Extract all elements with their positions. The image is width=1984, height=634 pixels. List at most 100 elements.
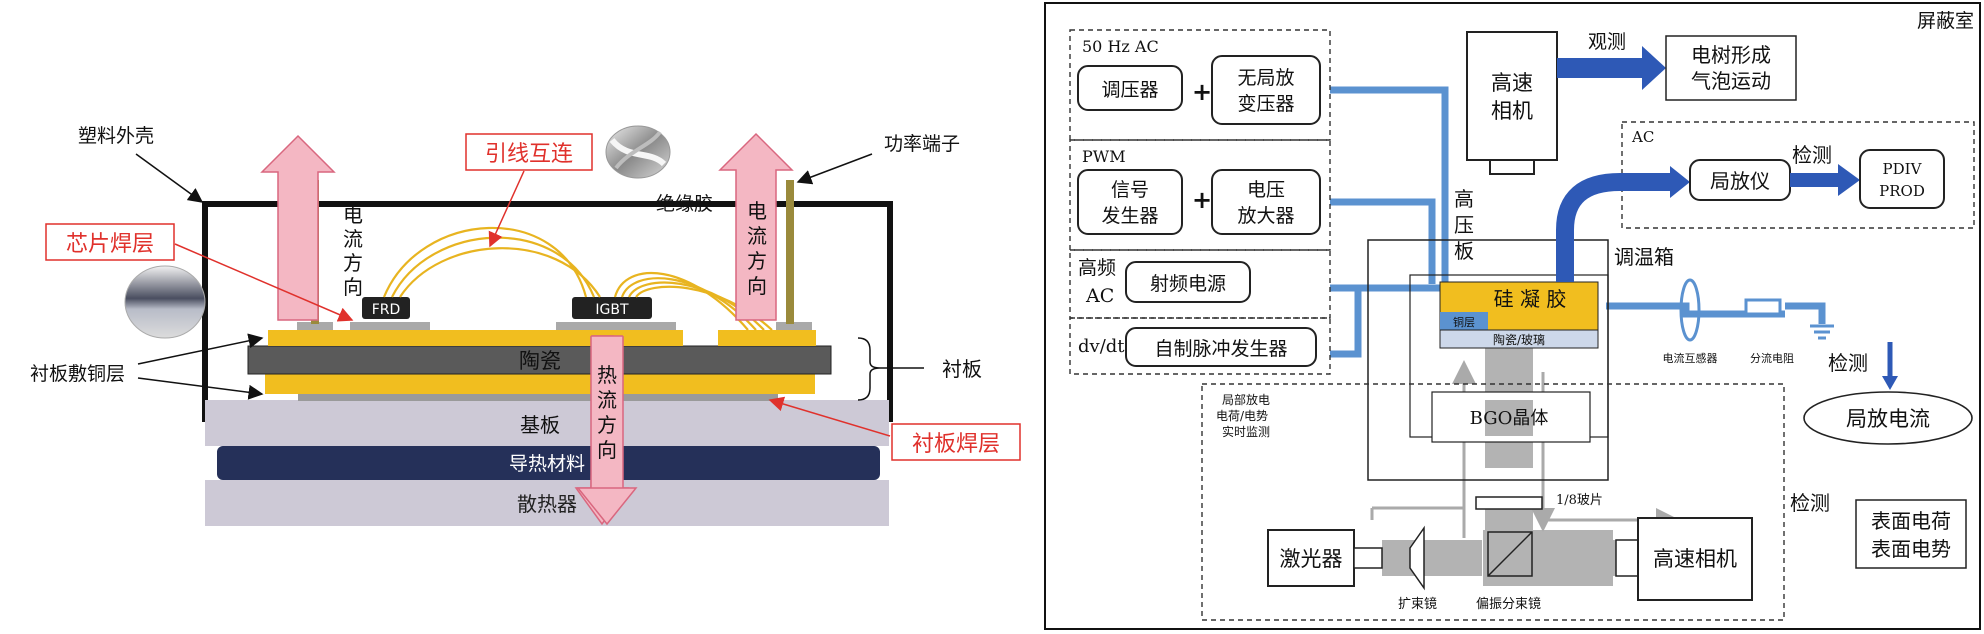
ceramic-layer-label: 陶瓷 [519, 349, 561, 373]
pulse-generator-label: 自制脉冲发生器 [1154, 338, 1287, 360]
tree-bubble-line-1: 电树形成 [1691, 43, 1771, 67]
layer-baseplate-label: 基板 [520, 413, 560, 437]
pd-free-transformer-line-2: 变压器 [1237, 93, 1294, 115]
hv-plate-char-2: 压 [1454, 213, 1474, 237]
copper-layer-label: 铜层 [1453, 315, 1475, 329]
chip-solder-micrograph [124, 265, 206, 339]
regulator-label: 调压器 [1101, 79, 1158, 101]
current-arrow-left-char-2: 流 [343, 227, 363, 251]
ceramic-glass-block [1439, 329, 1599, 349]
silicone-gel-label: 硅 凝 胶 [1494, 287, 1567, 311]
surface-line-1: 表面电荷 [1871, 509, 1951, 533]
pd-detection-group [1621, 121, 1975, 229]
pd-free-transformer-line-1: 无局放 [1237, 67, 1294, 89]
hs-camera-bottom-box [1637, 517, 1753, 601]
pd-monitor-line-2: 电荷/电势 [1216, 409, 1268, 423]
hf-label-line-2: AC [1085, 285, 1114, 307]
copper-layer-top-1 [268, 330, 683, 346]
bgo-crystal [1485, 400, 1533, 436]
hf-source-group [1069, 249, 1331, 319]
surface-line-2: 表面电势 [1871, 537, 1951, 561]
signal-generator-box [1077, 169, 1183, 235]
chip-solder-label: 芯片焊层 [66, 232, 154, 257]
wire-bond-label-box [465, 133, 593, 171]
hs-camera-top-line-1: 高速 [1491, 71, 1533, 95]
chip-frd-label: FRD [372, 302, 401, 318]
beam-expander-label: 扩束镜 [1398, 597, 1437, 612]
waveplate-icon [1475, 496, 1543, 510]
voltage-amplifier-line-1: 电压 [1247, 179, 1285, 201]
pd-signal-cable [1556, 173, 1670, 282]
detect-label-2: 检测 [1828, 351, 1868, 375]
pwm-group-label: PWM [1082, 147, 1126, 166]
temp-chamber-label: 调温箱 [1614, 245, 1674, 269]
hv-cables [1330, 86, 1826, 358]
dvdt-source-group [1069, 317, 1331, 375]
pbs-label: 偏振分束镜 [1476, 597, 1541, 612]
laser-label: 激光器 [1280, 547, 1343, 571]
chip-solder-frd [350, 322, 430, 330]
plastic-shell-leader [135, 153, 204, 203]
heat-arrow-char-4: 向 [597, 438, 617, 462]
copper-layer-top-2 [718, 330, 816, 346]
tree-bubble-box [1665, 35, 1797, 101]
signal-generator-line-2: 发生器 [1101, 205, 1158, 227]
heat-arrow-char-3: 方 [597, 413, 617, 437]
wire-bond-leader [488, 170, 525, 248]
substrate-label: 衬板 [942, 357, 982, 381]
chip-frd [362, 297, 410, 319]
detect-label-3: 检测 [1790, 491, 1830, 515]
current-arrow-right-char-3: 方 [747, 249, 767, 273]
terminal-pad-right [776, 322, 812, 330]
hf-label-line-1: 高频 [1078, 257, 1116, 279]
pd-signal-arrowhead [1670, 166, 1690, 198]
power-terminal-leader [796, 153, 873, 185]
hs-camera-bottom-lens [1615, 539, 1639, 577]
plastic-shell [202, 201, 893, 422]
hs-camera-top-line-2: 相机 [1491, 99, 1533, 123]
hv-plate-char-3: 板 [1454, 239, 1474, 263]
pd-current-label: 局放电流 [1846, 407, 1930, 431]
current-arrow-left-char-1: 电 [343, 203, 363, 227]
heat-arrow-char-2: 流 [597, 388, 617, 412]
substrate-copper-leader-bottom [137, 377, 264, 400]
rf-source-label: 射频电源 [1150, 273, 1226, 295]
shunt-label: 分流电阻 [1750, 351, 1794, 365]
heat-arrow-char-1: 热 [597, 363, 617, 387]
hs-camera-top-lens [1489, 159, 1535, 175]
power-terminal-label: 功率端子 [884, 133, 960, 155]
substrate-brace [857, 337, 881, 401]
chip-solder-igbt [556, 322, 676, 330]
plastic-shell-label: 塑料外壳 [78, 125, 154, 147]
shunt-resistor-icon [1744, 298, 1782, 316]
pd-monitor-line-3: 实时监测 [1222, 424, 1270, 439]
laser-port [1353, 547, 1383, 569]
pd-meter-label: 局放仪 [1710, 169, 1770, 193]
pulse-generator-box [1125, 327, 1317, 367]
chip-igbt [572, 297, 652, 319]
pdiv-line-2: PROD [1879, 182, 1925, 200]
right-test-setup-diagram: 屏蔽室 50 Hz AC 调压器 + 无局放 变压器 [1044, 2, 1981, 630]
substrate-solder-leader [768, 396, 891, 437]
pd-free-transformer-box [1211, 55, 1321, 125]
beam-expander-icon [1409, 525, 1425, 591]
detect-arrow-2-head [1882, 376, 1898, 390]
current-direction-arrow-right [718, 132, 794, 321]
observe-arrow [1557, 46, 1666, 90]
observe-label: 观测 [1588, 31, 1626, 53]
current-arrow-right-char-1: 电 [747, 199, 767, 223]
pdiv-line-1: PDIV [1883, 160, 1923, 178]
substrate-solder-label: 衬板焊层 [912, 432, 1000, 457]
ac-source-group-label: 50 Hz AC [1082, 37, 1159, 56]
hv-plate-char-1: 高 [1454, 187, 1474, 211]
plus-sign-2: + [1192, 186, 1212, 214]
bgo-crystal-label: BGO晶体 [1470, 408, 1549, 429]
layer-thermal [217, 446, 880, 480]
layer-heatsink [205, 480, 889, 526]
terminal-pad-left [297, 322, 333, 330]
shield-room-label: 屏蔽室 [1917, 10, 1974, 32]
current-arrow-right-char-2: 流 [747, 224, 767, 248]
dvdt-label: dv/dt [1078, 336, 1125, 357]
current-arrow-right-char-4: 向 [747, 274, 767, 298]
power-terminal-right [786, 180, 794, 324]
